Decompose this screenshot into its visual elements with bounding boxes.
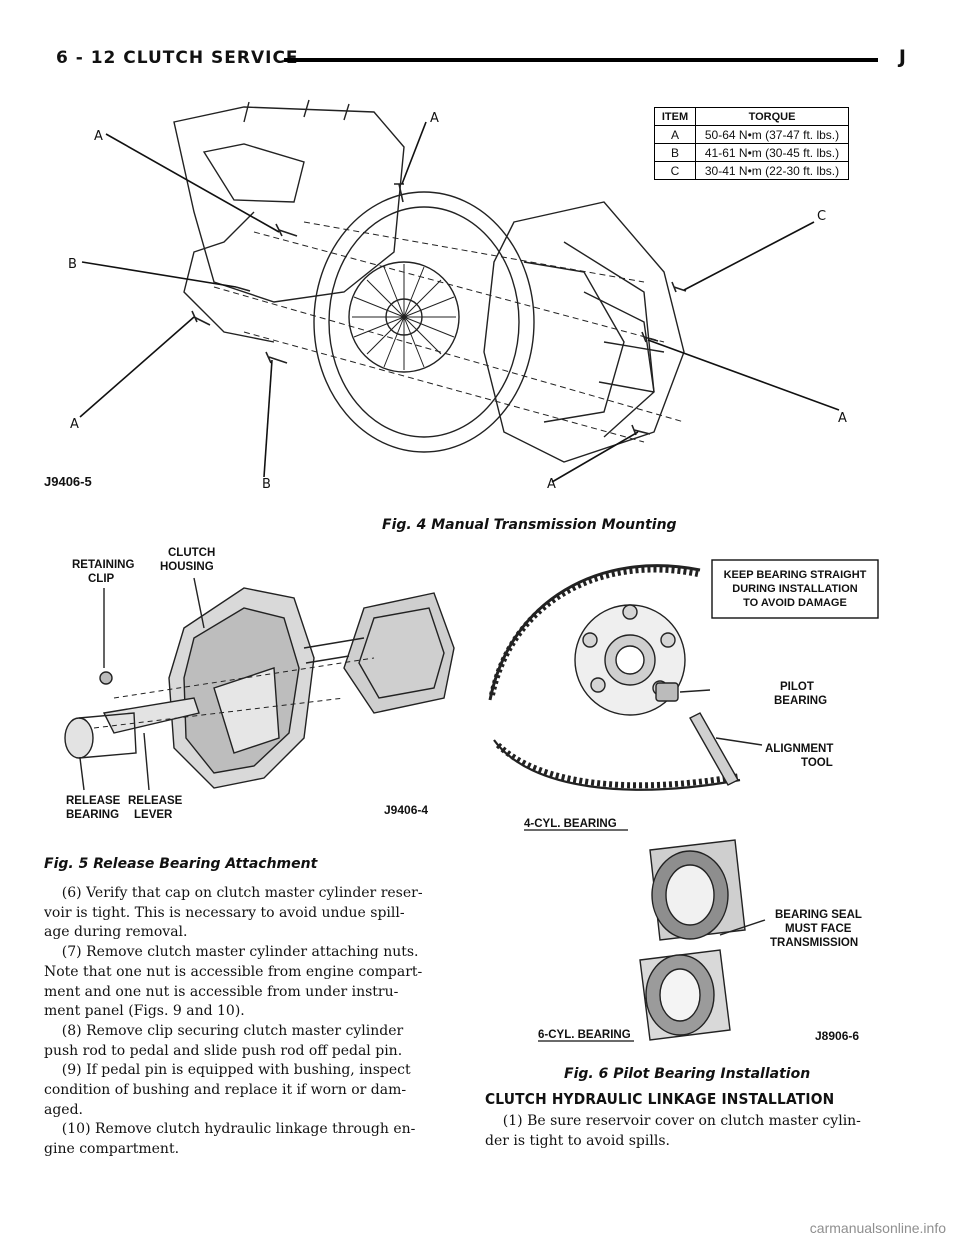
figure-4-manual-transmission-mounting: A A C B A A B A J9406-5 — [44, 92, 914, 512]
table-row: C 30-41 N•m (22-30 ft. lbs.) — [654, 161, 849, 180]
text-line: aged. — [44, 1101, 84, 1118]
text-line: ment and one nut is accessible from unde… — [44, 983, 399, 1000]
callout-b-1: B — [68, 257, 77, 272]
callout-b-2: B — [262, 477, 271, 492]
text-line: (6) Verify that cap on clutch master cyl… — [44, 885, 423, 901]
text-line: der is tight to avoid spills. — [485, 1132, 670, 1149]
label-retaining-clip-1: RETAINING — [72, 559, 134, 571]
label-bearing-seal-1: BEARING SEAL — [775, 909, 862, 921]
text-line: ment panel (Figs. 9 and 10). — [44, 1003, 245, 1020]
edition-letter: J — [898, 46, 906, 68]
figure-5-illustration: RETAINING CLIP CLUTCH HOUSING RELEASE BE… — [64, 547, 455, 821]
label-release-bearing-1: RELEASE — [66, 795, 121, 807]
figure-4-code: J9406-5 — [44, 474, 92, 489]
figure-5-caption: Fig. 5 Release Bearing Attachment — [44, 856, 318, 872]
torque-table-header: ITEM TORQUE — [654, 107, 849, 126]
callout-a-1: A — [94, 129, 103, 144]
text-line: voir is tight. This is necessary to avoi… — [44, 904, 405, 921]
label-release-bearing-2: BEARING — [66, 809, 119, 821]
figure-5-code: J9406-4 — [384, 803, 428, 817]
procedure-steps-left: (6) Verify that cap on clutch master cyl… — [44, 884, 452, 1160]
figure-6-code: J8906-6 — [815, 1029, 859, 1043]
label-clutch-housing-1: CLUTCH — [168, 547, 215, 559]
torque-value: 50-64 N•m (37-47 ft. lbs.) — [695, 125, 849, 144]
label-pilot-1: PILOT — [780, 681, 814, 693]
label-pilot-2: BEARING — [774, 695, 827, 707]
watermark-footer: carmanualsonline.info — [809, 1220, 946, 1236]
text-line: (10) Remove clutch hydraulic linkage thr… — [44, 1121, 416, 1138]
callout-c: C — [817, 209, 826, 224]
text-line: Note that one nut is accessible from eng… — [44, 963, 423, 980]
figure-5-release-bearing-attachment: RETAINING CLIP CLUTCH HOUSING RELEASE BE… — [44, 538, 464, 838]
label-four-cyl: 4-CYL. BEARING — [524, 818, 617, 830]
figure-6-illustration: KEEP BEARING STRAIGHT DURING INSTALLATIO… — [488, 559, 879, 1043]
text-line: condition of bushing and replace it if w… — [44, 1082, 407, 1099]
note-line-1: KEEP BEARING STRAIGHT — [724, 569, 867, 581]
section-title: CLUTCH HYDRAULIC LINKAGE INSTALLATION — [485, 1090, 835, 1108]
text-line: push rod to pedal and slide push rod off… — [44, 1042, 403, 1059]
note-line-2: DURING INSTALLATION — [732, 583, 858, 595]
text-line: age during removal. — [44, 924, 188, 941]
note-box — [711, 559, 879, 619]
torque-item: B — [654, 143, 696, 162]
label-six-cyl: 6-CYL. BEARING — [538, 1029, 631, 1041]
label-clutch-housing-2: HOUSING — [160, 561, 214, 573]
torque-table: ITEM TORQUE A 50-64 N•m (37-47 ft. lbs.)… — [654, 107, 849, 180]
text-line: gine compartment. — [44, 1141, 180, 1158]
label-release-lever-1: RELEASE — [128, 795, 183, 807]
table-row: A 50-64 N•m (37-47 ft. lbs.) — [654, 125, 849, 144]
figure-6-pilot-bearing-installation: KEEP BEARING STRAIGHT DURING INSTALLATIO… — [480, 540, 900, 1060]
label-alignment-1: ALIGNMENT — [765, 743, 833, 755]
figure-4-caption: Fig. 4 Manual Transmission Mounting — [382, 517, 677, 533]
callout-a-3: A — [70, 417, 79, 432]
torque-item: C — [654, 161, 696, 180]
header-rule — [284, 58, 878, 62]
label-release-lever-2: LEVER — [134, 809, 173, 821]
text-line: (7) Remove clutch master cylinder attach… — [44, 944, 419, 961]
label-alignment-2: TOOL — [801, 757, 833, 769]
text-line: (8) Remove clip securing clutch master c… — [44, 1022, 404, 1039]
procedure-steps-right: (1) Be sure reservoir cover on clutch ma… — [485, 1112, 905, 1151]
torque-value: 30-41 N•m (22-30 ft. lbs.) — [695, 161, 849, 180]
label-bearing-seal-3: TRANSMISSION — [770, 937, 858, 949]
page-label: 6 - 12 CLUTCH SERVICE — [56, 48, 299, 68]
callout-a-2: A — [430, 111, 439, 126]
text-line: (9) If pedal pin is equipped with bushin… — [44, 1062, 411, 1079]
text-line: (1) Be sure reservoir cover on clutch ma… — [485, 1113, 861, 1129]
figure-6-caption: Fig. 6 Pilot Bearing Installation — [564, 1066, 811, 1082]
torque-header-torque: TORQUE — [695, 107, 849, 126]
callout-a-5: A — [547, 477, 556, 492]
label-retaining-clip-2: CLIP — [88, 573, 115, 585]
torque-header-item: ITEM — [654, 107, 696, 126]
table-row: B 41-61 N•m (30-45 ft. lbs.) — [654, 143, 849, 162]
callout-a-4: A — [838, 411, 847, 426]
torque-value: 41-61 N•m (30-45 ft. lbs.) — [695, 143, 849, 162]
figure-4-illustration: A A C B A A B A J9406-5 — [44, 99, 847, 492]
label-bearing-seal-2: MUST FACE — [785, 923, 852, 935]
note-line-3: TO AVOID DAMAGE — [743, 597, 847, 609]
torque-item: A — [654, 125, 696, 144]
page-header: 6 - 12 CLUTCH SERVICE J — [56, 44, 906, 78]
